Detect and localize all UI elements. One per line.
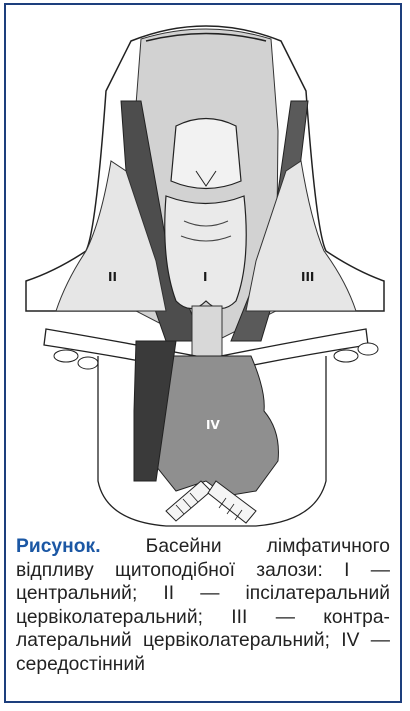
figure-frame: I II III IV Рисунок. Басейни лімфатичног… [4,3,402,703]
label-mediastinal: IV [206,418,220,432]
left-rib-end-2 [78,357,98,369]
right-rib-end-1 [334,350,358,362]
label-ipsilateral: II [108,270,117,284]
lymphatic-basins-illustration: I II III IV [16,11,394,531]
caption-title: Рисунок. [16,536,101,557]
thyroid-gland [165,196,246,309]
left-rib-end-1 [54,350,78,362]
label-central: I [203,270,207,284]
thyroid-cartilage [171,119,241,189]
label-contralateral: III [301,270,314,284]
right-rib-end-2 [358,343,378,355]
figure-caption: Рисунок. Басейни лімфатичного відпливу щ… [16,535,390,676]
